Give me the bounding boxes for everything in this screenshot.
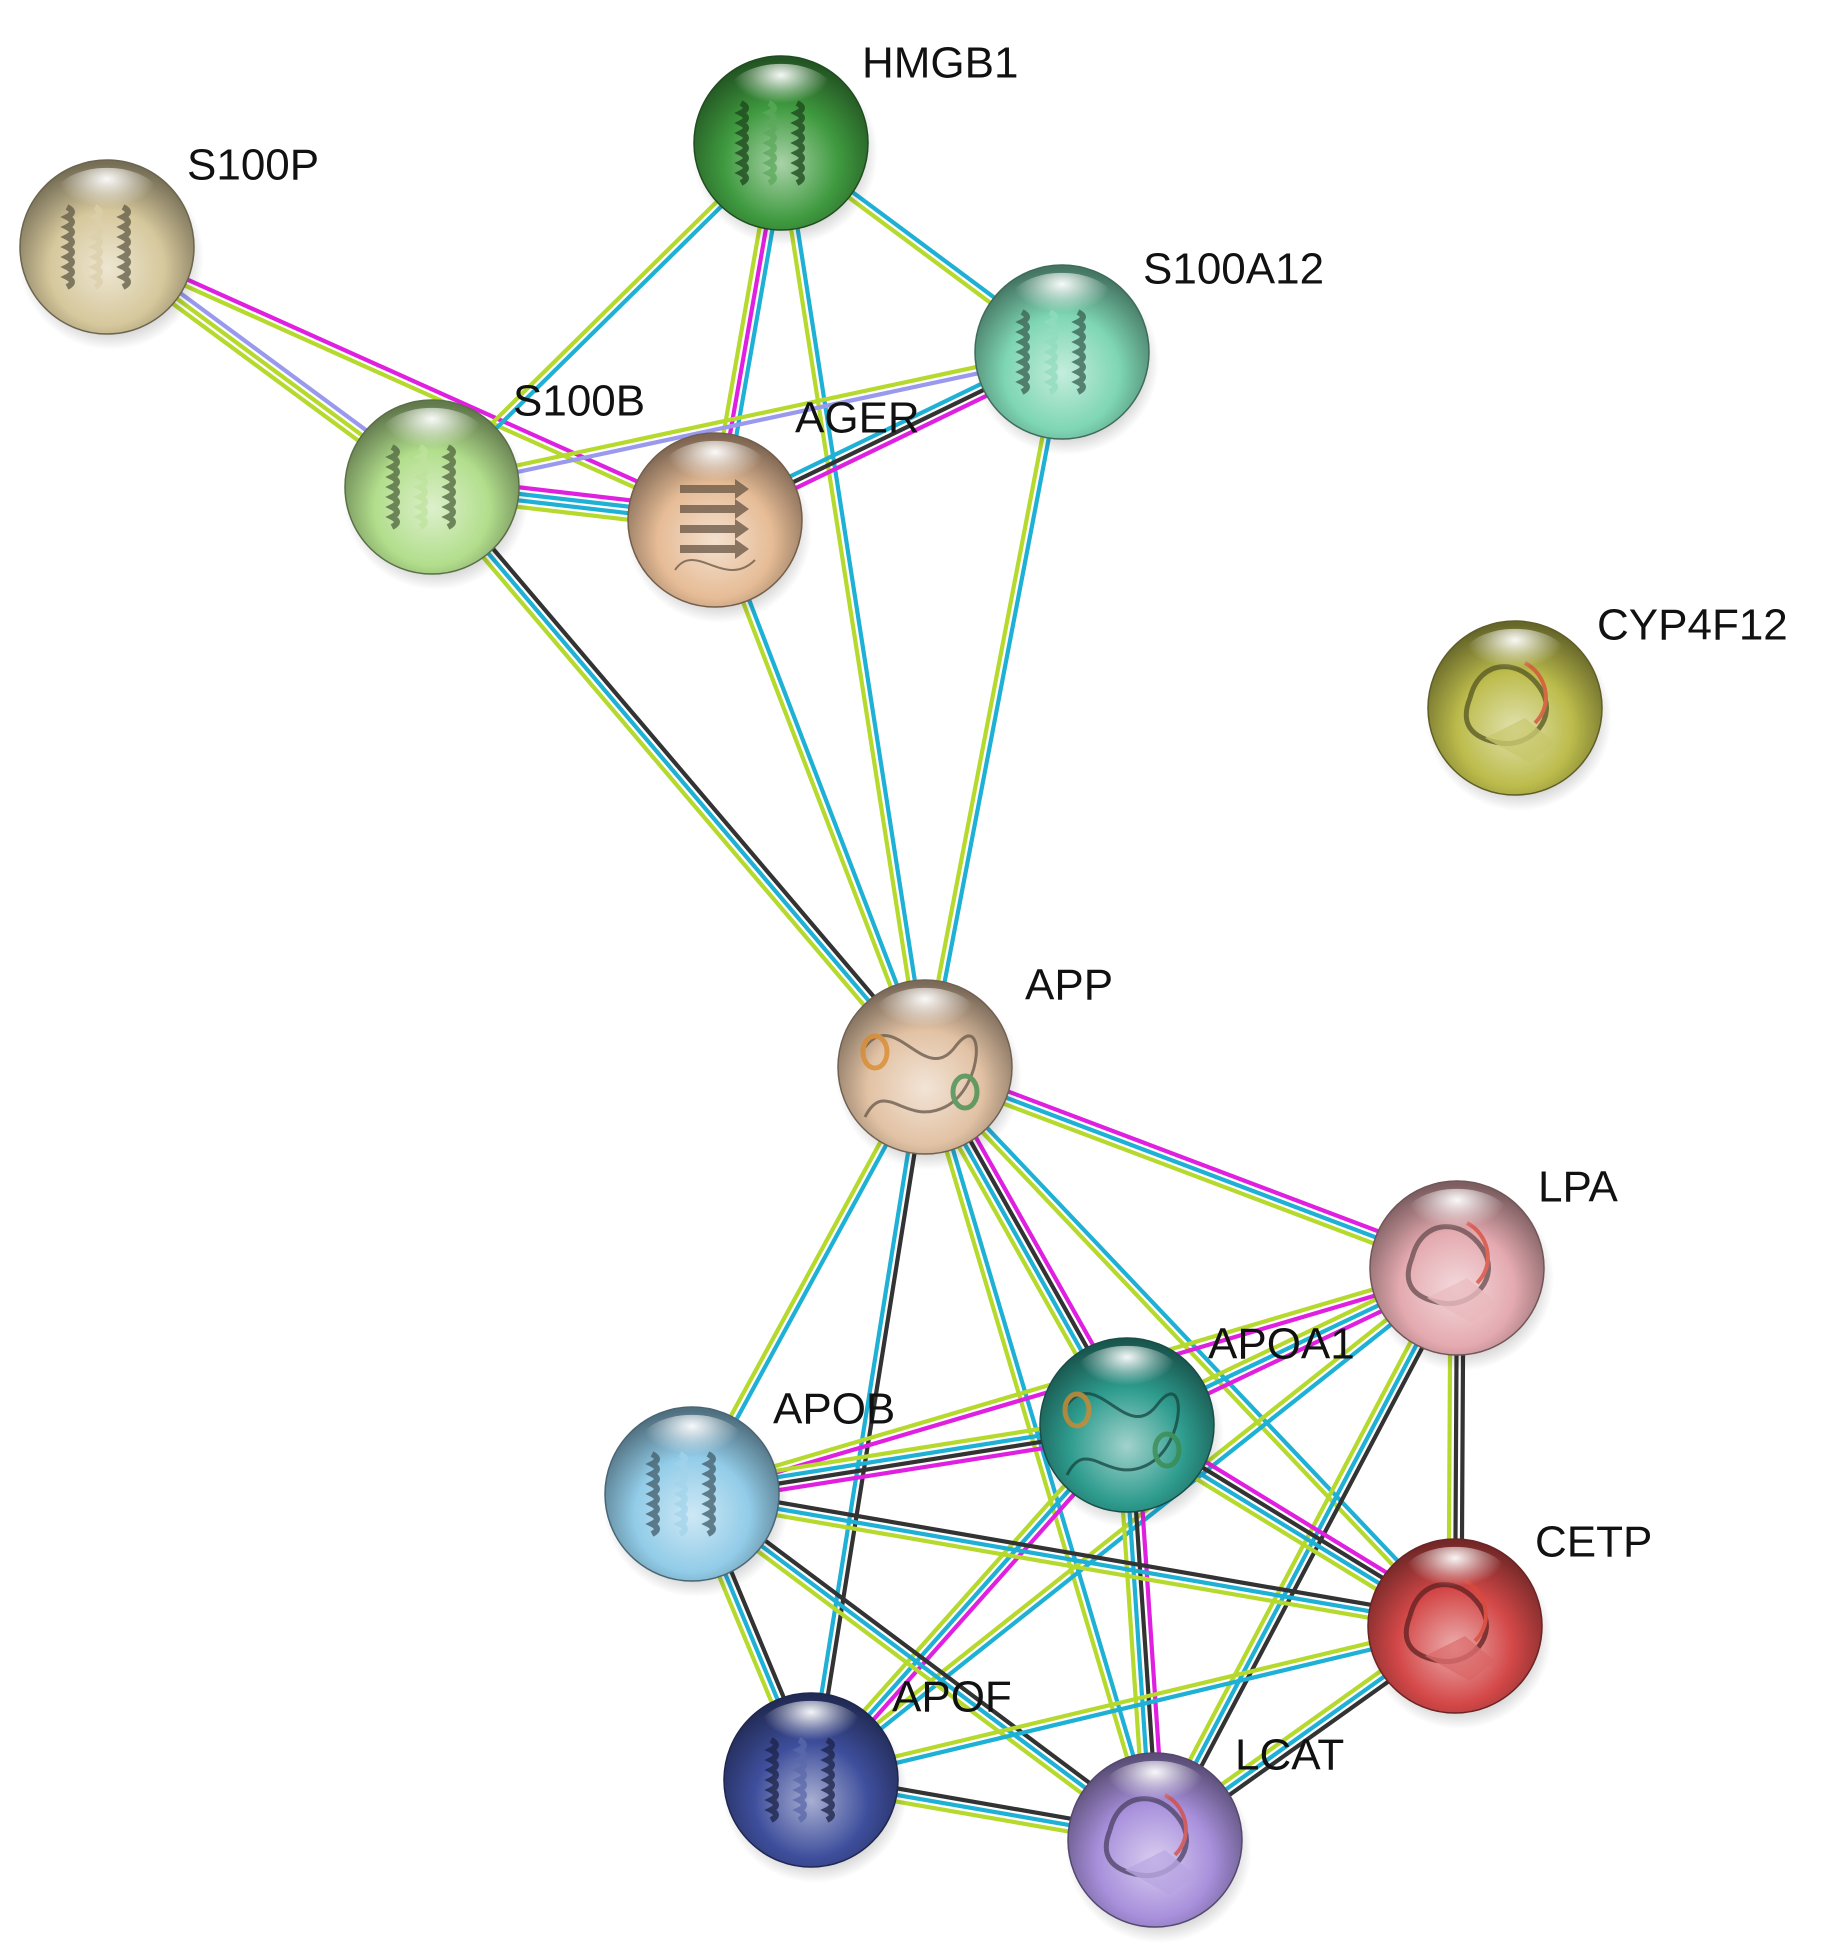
edge-s100b-app: [424, 480, 933, 1074]
edge-strand-database: [782, 140, 931, 1069]
node-label: CETP: [1535, 1518, 1652, 1567]
edges-layer: [101, 138, 1466, 1849]
edge-strand-experimental: [106, 241, 719, 520]
node-highlight: [871, 987, 979, 1051]
edge-strand-database: [689, 1491, 1458, 1629]
edge-strand-textmining: [103, 247, 716, 526]
node-cetp[interactable]: CETP: [1366, 1518, 1652, 1729]
node-highlight: [661, 440, 769, 504]
node-label: APP: [1025, 961, 1113, 1010]
node-highlight: [53, 167, 161, 231]
node-highlight: [1461, 628, 1569, 692]
node-ager[interactable]: AGER: [626, 394, 920, 623]
edge-s100a12-s100b: [429, 346, 1065, 493]
node-highlight: [727, 63, 835, 127]
edge-strand-textmining: [920, 1067, 1455, 1631]
edge-strand-textmining: [688, 1498, 1456, 1635]
edge-s100p-ager: [103, 241, 719, 526]
edge-lpa-lcat: [1147, 1262, 1465, 1846]
node-lpa[interactable]: LPA: [1368, 1163, 1619, 1371]
node-highlight: [757, 1700, 865, 1764]
edge-strand-textmining: [424, 489, 923, 1074]
node-s100a12[interactable]: S100A12: [973, 245, 1324, 455]
edge-strand-coexpression: [812, 1065, 931, 1783]
edge-strand-coexpression: [1158, 1268, 1465, 1846]
node-label: LPA: [1538, 1163, 1619, 1212]
node-apof[interactable]: APOF: [722, 1673, 1012, 1883]
edge-strand-textmining: [429, 346, 1064, 486]
edge-cetp-apof: [808, 1620, 1458, 1786]
node-label: S100P: [187, 141, 319, 190]
edge-strand-database: [809, 1627, 1458, 1786]
node-highlight: [1101, 1760, 1209, 1824]
node-label: S100A12: [1143, 245, 1324, 294]
node-highlight: [1073, 1345, 1181, 1409]
node-app[interactable]: APP: [836, 961, 1113, 1170]
edge-strand-textmining: [775, 141, 924, 1070]
edge-strand-homology: [430, 353, 1065, 493]
edge-strand-textmining: [919, 349, 1061, 1069]
edge-strand-database: [805, 1064, 924, 1782]
edge-strand-database: [1152, 1265, 1460, 1843]
node-s100p[interactable]: S100P: [18, 141, 319, 350]
edge-s100a12-app: [919, 349, 1068, 1070]
edge-strand-coexpression: [691, 1485, 1459, 1622]
node-highlight: [1401, 1546, 1509, 1610]
node-label: APOA1: [1208, 1320, 1355, 1369]
edge-strand-textmining: [808, 1620, 1457, 1779]
edge-strand-textmining: [1147, 1262, 1454, 1840]
node-label: APOF: [892, 1673, 1012, 1722]
edge-app-apof: [805, 1064, 931, 1783]
edge-strand-coexpression: [434, 480, 933, 1065]
node-hmgb1[interactable]: HMGB1: [692, 39, 1018, 246]
node-label: APOB: [773, 1385, 895, 1434]
edge-apob-cetp: [688, 1485, 1459, 1635]
node-label: S100B: [513, 377, 645, 426]
node-label: CYP4F12: [1597, 601, 1788, 650]
node-apoa1[interactable]: APOA1: [1038, 1320, 1355, 1528]
node-highlight: [1008, 272, 1116, 336]
node-cyp4f12[interactable]: CYP4F12: [1426, 601, 1788, 811]
edge-strand-database: [429, 484, 928, 1070]
node-highlight: [1403, 1188, 1511, 1252]
node-lcat[interactable]: LCAT: [1066, 1731, 1344, 1943]
node-label: AGER: [795, 394, 920, 443]
edge-hmgb1-app: [775, 140, 931, 1070]
node-apob[interactable]: APOB: [603, 1385, 895, 1597]
edge-strand-database: [926, 350, 1068, 1070]
node-highlight: [638, 1414, 746, 1478]
node-highlight: [378, 407, 486, 471]
node-label: LCAT: [1235, 1731, 1344, 1780]
node-label: HMGB1: [862, 39, 1018, 88]
node-s100b[interactable]: S100B: [343, 377, 645, 590]
